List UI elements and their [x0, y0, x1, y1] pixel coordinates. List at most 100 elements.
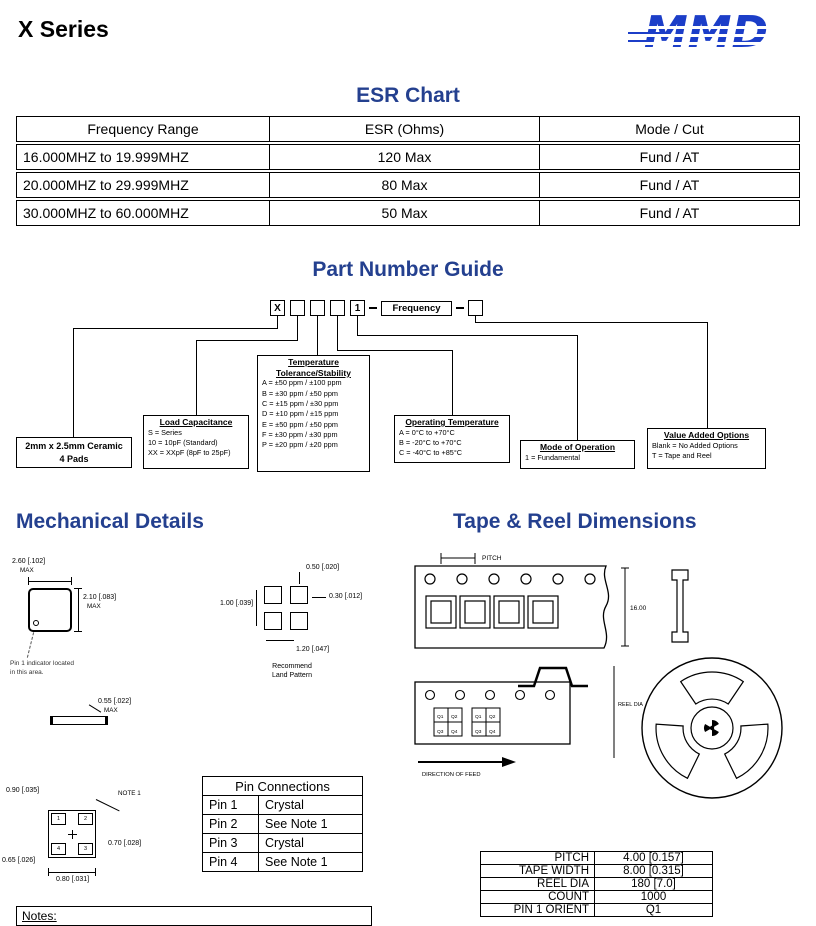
pin-connections-title: Pin Connections — [202, 776, 363, 796]
esr-row: 16.000MHZ to 19.999MHZ 120 Max Fund / AT — [16, 144, 800, 170]
esr-cell-mode: Fund / AT — [639, 177, 700, 193]
reel-dia-label: REEL DIA — [618, 702, 643, 708]
esr-cell-frequency: 16.000MHZ to 19.999MHZ — [17, 145, 270, 169]
dimension-line — [256, 590, 257, 626]
connector-line — [357, 316, 358, 335]
logo-stripe — [628, 34, 806, 37]
tape-reel-row: PIN 1 ORIENT Q1 — [480, 903, 713, 917]
pad-1: 1 — [51, 813, 66, 825]
descriptor-title: Mode of Operation — [539, 442, 616, 452]
leader-line — [88, 704, 102, 713]
land-pad — [290, 586, 308, 604]
pn-code-box-load-cap — [290, 300, 305, 316]
descriptor-ceramic: 2mm x 2.5mm Ceramic 4 Pads — [16, 437, 132, 468]
quadrant-label: Q3 — [437, 729, 444, 735]
pin-function: See Note 1 — [258, 852, 363, 872]
tape-quadrant-drawing: Q1 Q2 Q3 Q4 Q1 Q2 Q3 Q4 REEL DIA DIRECTI… — [414, 666, 643, 778]
pin1-note-line1: Pin 1 indicator located — [10, 660, 74, 667]
logo-text: MMD — [644, 7, 769, 58]
pn-code-box-temp-tol — [310, 300, 325, 316]
descriptor-line: S = Series — [148, 427, 182, 437]
land-pad — [264, 586, 282, 604]
descriptor-title: Temperature — [288, 357, 339, 367]
pin-connections-table: Pin Connections Pin 1 Crystal Pin 2 See … — [202, 776, 363, 872]
height-dim-label: 16.00 — [630, 605, 647, 612]
descriptor-line: B = ±30 ppm / ±50 ppm — [262, 388, 338, 398]
pin-table-row: Pin 4 See Note 1 — [202, 852, 363, 872]
descriptor-title: Tolerance/Stability — [276, 367, 351, 378]
quadrant-pockets — [433, 707, 501, 737]
esr-cell-mode: Fund / AT — [639, 149, 700, 165]
esr-header-frequency-range: Frequency Range — [17, 117, 270, 141]
notes-label: Notes: — [22, 909, 57, 923]
pin-function: Crystal — [258, 833, 363, 853]
reel-side-view — [671, 569, 689, 643]
connector-line — [297, 316, 298, 340]
pn-frequency-box: Frequency — [381, 301, 452, 316]
quadrant-label: Q1 — [437, 714, 444, 720]
direction-of-feed-label: DIRECTION OF FEED — [422, 772, 481, 778]
connector-line — [707, 322, 708, 428]
reel-hub-circle — [690, 706, 734, 750]
metallization-mark — [50, 716, 53, 725]
pad-4: 4 — [51, 843, 66, 855]
package-bottom-view — [48, 810, 96, 858]
esr-cell-esr: 80 Max — [270, 173, 540, 197]
connector-line — [277, 316, 278, 328]
esr-chart-title: ESR Chart — [356, 84, 460, 107]
reel-outer-circle — [641, 657, 783, 799]
tape-reel-dimensions-title: Tape & Reel Dimensions — [453, 510, 697, 533]
descriptor-line: E = ±50 ppm / ±50 ppm — [262, 419, 338, 429]
tr-value: 180 [7.0] — [594, 877, 713, 891]
pin-number: Pin 3 — [202, 833, 259, 853]
quadrant-label: Q4 — [451, 729, 458, 735]
note1-callout: NOTE 1 — [118, 790, 141, 797]
pitch-label: PITCH — [482, 555, 502, 562]
dimension-line — [48, 872, 96, 873]
descriptor-line: XX = XXpF (8pF to 25pF) — [148, 448, 231, 458]
descriptor-mode-of-operation: Mode of Operation 1 = Fundamental — [520, 440, 635, 469]
connector-line — [337, 350, 453, 351]
descriptor-line: P = ±20 ppm / ±20 ppm — [262, 440, 338, 450]
connector-line — [452, 350, 453, 415]
connector-line — [357, 335, 578, 336]
descriptor-operating-temperature: Operating Temperature A = 0°C to +70°C B… — [394, 415, 510, 463]
tr-label: PIN 1 ORIENT — [480, 903, 595, 917]
descriptor-line: D = ±10 ppm / ±15 ppm — [262, 409, 339, 419]
pin-number: Pin 4 — [202, 852, 259, 872]
package-side-view — [52, 716, 106, 725]
connector-line — [475, 322, 708, 323]
descriptor-line: C = ±15 ppm / ±30 ppm — [262, 398, 339, 408]
mmd-logo: MMD — [628, 8, 806, 62]
pin1-indicator-note: Pin 1 indicator located in this area. — [10, 660, 120, 678]
quadrant-label: Q4 — [489, 729, 496, 735]
feed-arrow-head — [502, 757, 516, 767]
pin1-leader-line — [26, 632, 35, 658]
land-pad — [290, 612, 308, 630]
dim-label-0-50: 0.50 [.020] — [306, 564, 340, 571]
pin-number: Pin 2 — [202, 814, 259, 834]
land-pad — [264, 612, 282, 630]
connector-line — [73, 328, 278, 329]
tr-value: Q1 — [594, 903, 713, 917]
dimension-tick — [74, 588, 82, 589]
dim-label-2-10: 2.10 [.083] — [83, 594, 117, 601]
metallization-mark — [105, 716, 108, 725]
package-outline — [28, 588, 72, 632]
descriptor-line: Blank = No Added Options — [652, 440, 738, 450]
dimension-line — [312, 597, 326, 598]
page-title: X Series — [18, 16, 109, 42]
quadrant-label: Q1 — [475, 714, 482, 720]
esr-table: Frequency Range ESR (Ohms) Mode / Cut 16… — [16, 116, 800, 228]
tape-reel-row: PITCH 4.00 [0.157] — [480, 851, 713, 865]
pin-function: Crystal — [258, 795, 363, 815]
pin-number: Pin 1 — [202, 795, 259, 815]
height-dimension — [621, 567, 629, 647]
tr-value: 1000 — [594, 890, 713, 904]
quadrant-label: Q2 — [451, 714, 458, 720]
descriptor-line: T = Tape and Reel — [652, 450, 712, 460]
land-pattern-caption: Recommend Land Pattern — [252, 662, 332, 681]
descriptor-temperature-tolerance: Temperature Tolerance/Stability A = ±50 … — [257, 355, 370, 472]
mechanical-details-title: Mechanical Details — [16, 510, 204, 533]
tape-outline — [414, 565, 610, 649]
